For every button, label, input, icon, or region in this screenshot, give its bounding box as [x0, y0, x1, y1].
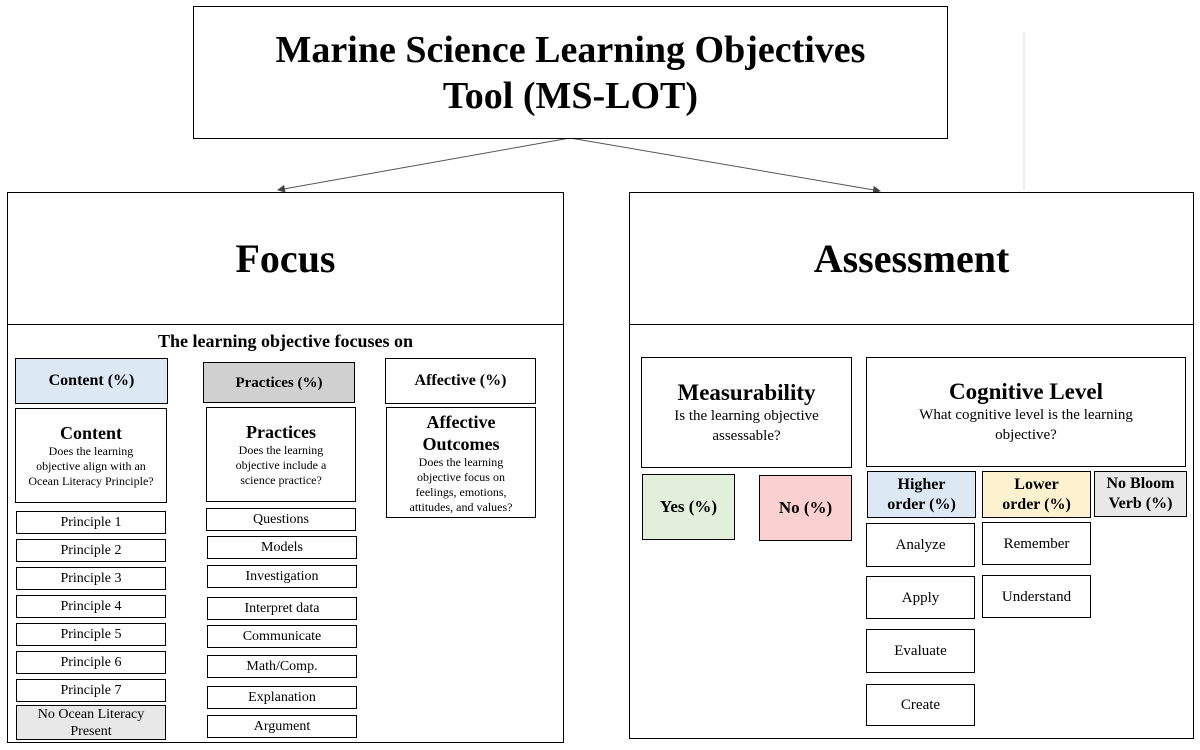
affective-card: Affective Outcomes Does the learning obj… — [386, 407, 536, 518]
cognitive-level-card: Cognitive Level What cognitive level is … — [866, 357, 1186, 467]
assessment-title-box: Assessment — [629, 192, 1194, 325]
understand-item: Understand — [982, 575, 1091, 618]
content-title: Content — [60, 422, 122, 443]
principle-6-item: Principle 6 — [16, 651, 166, 674]
no-ocean-literacy-item: No Ocean Literacy Present — [16, 705, 166, 740]
affective-description: Does the learning objective focus on fee… — [409, 454, 513, 514]
principle-2-item: Principle 2 — [16, 539, 166, 562]
principle-7-item: Principle 7 — [16, 679, 166, 702]
content-description: Does the learning objective align with a… — [28, 443, 154, 488]
assessment-title: Assessment — [813, 236, 1010, 281]
apply-item: Apply — [866, 576, 975, 619]
analyze-item: Analyze — [866, 523, 975, 567]
principle-3-item: Principle 3 — [16, 567, 166, 590]
affective-header: Affective (%) — [385, 358, 536, 404]
arrow-to-focus — [277, 137, 571, 193]
practices-description: Does the learning objective include a sc… — [235, 442, 327, 487]
evaluate-item: Evaluate — [866, 629, 975, 673]
practice-models-item: Models — [207, 536, 357, 559]
focus-title: Focus — [235, 236, 336, 281]
practice-questions-item: Questions — [206, 508, 356, 531]
practice-explanation-item: Explanation — [207, 686, 357, 709]
cognitive-level-question: What cognitive level is the learning obj… — [919, 407, 1133, 443]
measurability-card: Measurability Is the learning objective … — [641, 357, 852, 468]
content-header: Content (%) — [15, 358, 168, 404]
main-title-box: Marine Science Learning Objectives Tool … — [193, 6, 948, 139]
practice-interpret-data-item: Interpret data — [207, 597, 357, 620]
no-bloom-verb-header: No Bloom Verb (%) — [1094, 471, 1187, 517]
practice-communicate-item: Communicate — [207, 625, 357, 648]
practices-header: Practices (%) — [203, 362, 355, 403]
higher-order-header: Higher order (%) — [867, 471, 976, 518]
focus-title-box: Focus — [7, 192, 564, 325]
practice-investigation-item: Investigation — [207, 565, 357, 588]
yes-box: Yes (%) — [642, 474, 735, 540]
main-title: Marine Science Learning Objectives Tool … — [275, 28, 866, 117]
measurability-title: Measurability — [677, 379, 816, 405]
content-card: Content Does the learning objective alig… — [15, 408, 167, 503]
affective-title: Affective Outcomes — [422, 411, 500, 454]
practice-math-comp-item: Math/Comp. — [207, 655, 357, 678]
practices-card: Practices Does the learning objective in… — [206, 407, 356, 502]
remember-item: Remember — [982, 522, 1091, 565]
practice-argument-item: Argument — [207, 715, 357, 738]
create-item: Create — [866, 684, 975, 726]
principle-1-item: Principle 1 — [16, 511, 166, 534]
principle-4-item: Principle 4 — [16, 595, 166, 618]
focus-subtitle: The learning objective focuses on — [158, 331, 413, 351]
practices-title: Practices — [246, 421, 316, 442]
no-box: No (%) — [759, 475, 852, 541]
lower-order-header: Lower order (%) — [982, 471, 1091, 518]
cognitive-level-title: Cognitive Level — [949, 379, 1103, 404]
arrow-to-assessment — [569, 137, 881, 194]
principle-5-item: Principle 5 — [16, 623, 166, 646]
measurability-question: Is the learning objective assessable? — [674, 407, 819, 444]
